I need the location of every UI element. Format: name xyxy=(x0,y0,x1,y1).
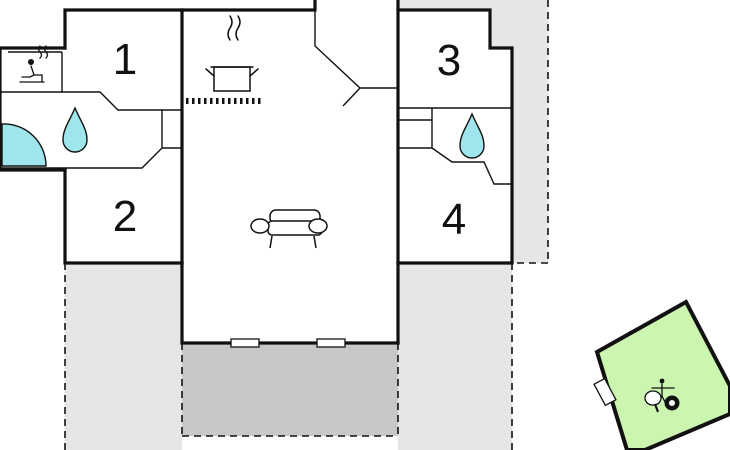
room-number-2: 2 xyxy=(113,192,137,241)
terrace-door-right xyxy=(316,338,346,348)
billiard-ball-icon xyxy=(664,395,680,411)
covered-terrace xyxy=(182,343,398,436)
water-drop-icon-right xyxy=(459,112,485,159)
shower-corner xyxy=(1,123,47,167)
room-number-3: 3 xyxy=(437,36,461,85)
building xyxy=(0,0,514,348)
sauna-icon xyxy=(19,45,49,83)
room-number-1: 1 xyxy=(113,35,137,84)
room-number-4: 4 xyxy=(442,195,466,244)
water-drop-icon-left xyxy=(62,106,88,153)
building-fill xyxy=(65,0,512,343)
table-tennis-icon xyxy=(644,390,662,413)
sofa-icon xyxy=(250,209,328,249)
left-terrace xyxy=(65,263,182,450)
terrace-door-left xyxy=(230,338,260,348)
annex-building xyxy=(593,299,730,450)
cooking-pot-icon xyxy=(205,15,259,92)
annex-door xyxy=(593,377,617,407)
